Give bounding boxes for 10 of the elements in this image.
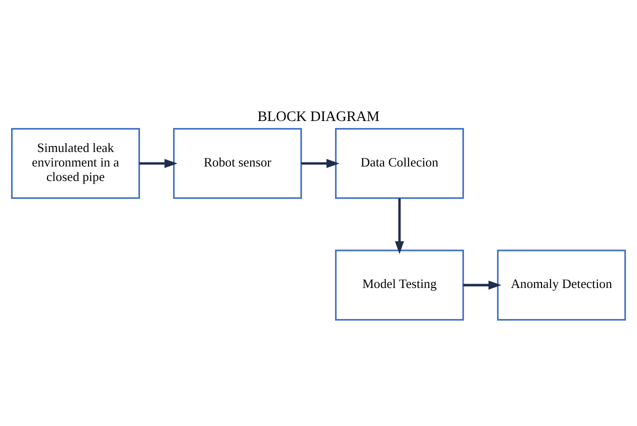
node-box: Simulated leak environment in a closed pipe — [11, 128, 140, 199]
arrow — [463, 280, 502, 290]
node-box: Robot sensor — [173, 128, 302, 199]
node-box: Data Collecion — [335, 128, 464, 199]
arrow — [394, 198, 404, 254]
arrow — [139, 158, 178, 168]
diagram-title: BLOCK DIAGRAM — [257, 109, 380, 126]
node-box: Model Testing — [335, 250, 464, 321]
arrow — [301, 158, 340, 168]
node-box: Anomaly Detection — [497, 250, 626, 321]
